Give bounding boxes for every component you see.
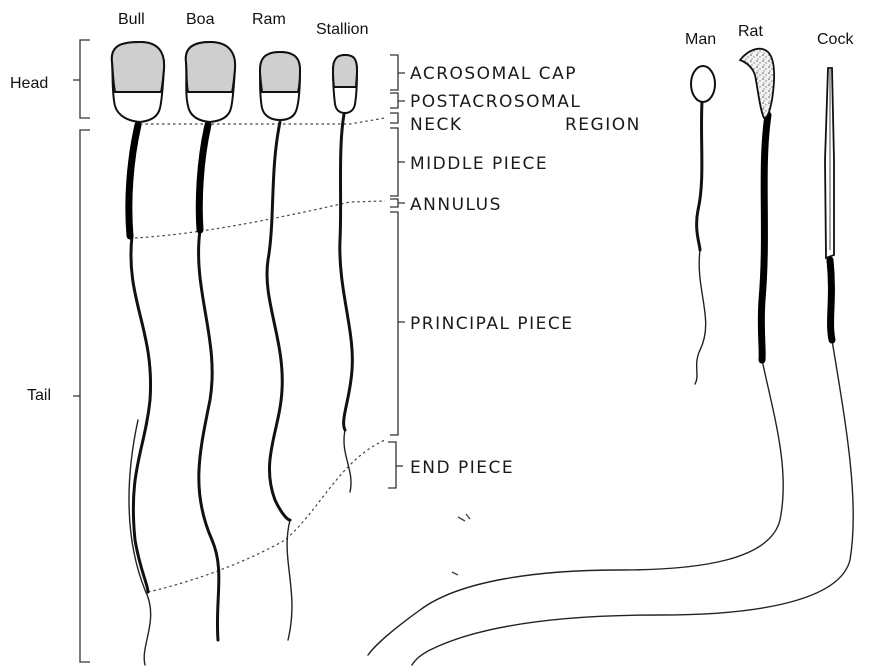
label-ram: Ram (252, 11, 286, 28)
label-annulus: ANNULUS (410, 195, 502, 215)
end-piece-bracket (388, 442, 403, 488)
man-sperm (691, 66, 715, 384)
ram-sperm (260, 52, 300, 640)
label-principal-piece: PRINCIPAL PIECE (410, 314, 573, 334)
label-stallion: Stallion (316, 21, 368, 38)
label-postacrosomal: POSTACROSOMAL (410, 92, 581, 112)
stray-mark-1 (458, 514, 470, 521)
stray-mark-2 (452, 572, 458, 575)
label-rat: Rat (738, 23, 763, 40)
label-head: Head (10, 75, 48, 92)
stallion-sperm (333, 55, 357, 492)
neck-bracket (390, 113, 398, 123)
label-end-piece: END PIECE (410, 458, 514, 478)
principal-piece-bracket (390, 212, 405, 435)
label-cock: Cock (817, 31, 854, 48)
label-neck: NECK (410, 115, 462, 135)
label-region: REGION (565, 115, 641, 135)
annulus-guide-line (135, 201, 385, 238)
neck-guide-line (140, 118, 385, 124)
bull-sperm (112, 42, 164, 665)
acrosomal-cap-bracket (390, 55, 405, 90)
label-man: Man (685, 31, 716, 48)
middle-piece-bracket (390, 128, 405, 196)
rat-sperm (368, 49, 783, 655)
end-piece-guide-line (148, 440, 385, 592)
label-acrosomal-cap: ACROSOMAL CAP (410, 64, 577, 84)
label-bull: Bull (118, 11, 145, 28)
label-boa: Boa (186, 11, 215, 28)
head-bracket (73, 40, 90, 118)
annulus-bracket (390, 199, 405, 207)
boa-sperm (186, 42, 235, 640)
label-tail: Tail (27, 387, 51, 404)
label-middle-piece: MIDDLE PIECE (410, 154, 548, 174)
tail-bracket (73, 130, 90, 662)
postacrosomal-bracket (390, 93, 405, 108)
